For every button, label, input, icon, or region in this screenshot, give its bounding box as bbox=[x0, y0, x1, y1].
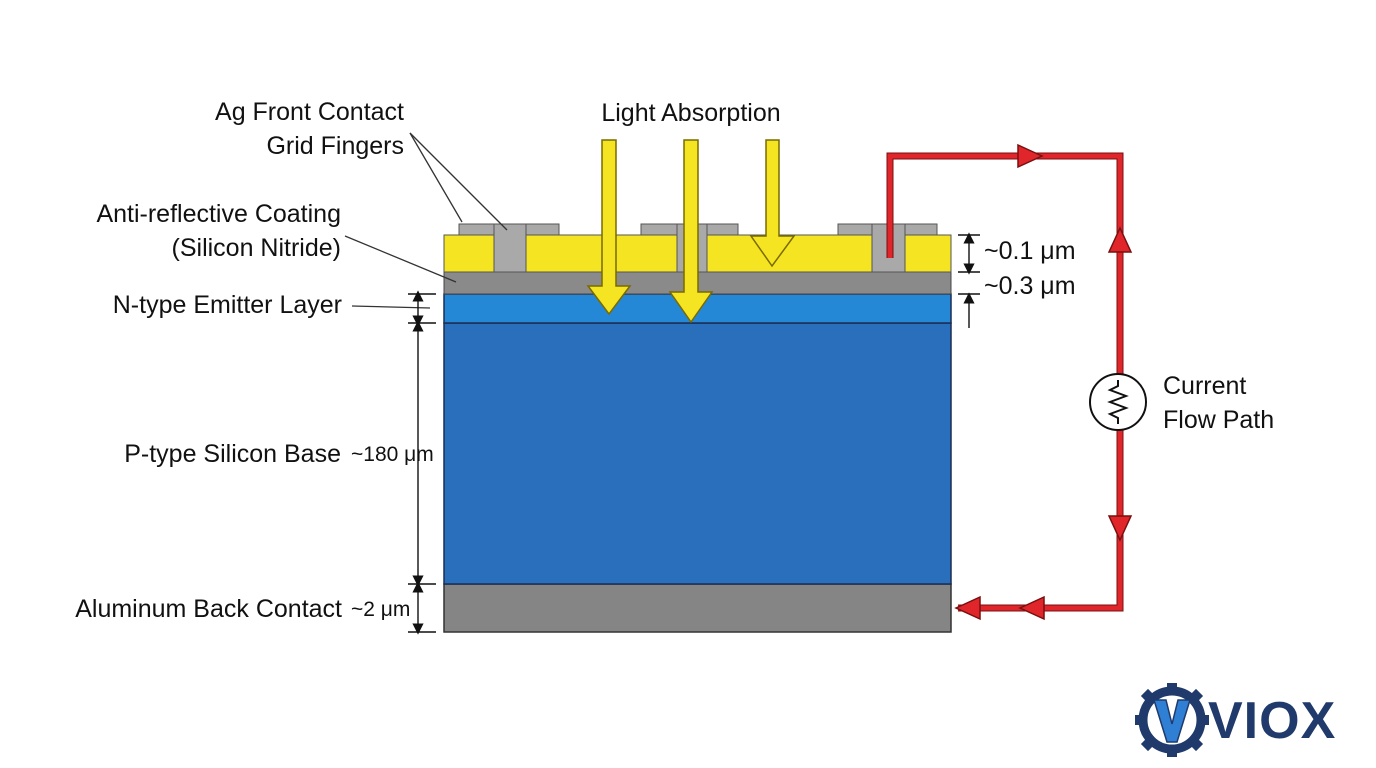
current-arrow-icon bbox=[1107, 515, 1133, 542]
al-back-label: Aluminum Back Contact bbox=[75, 595, 342, 623]
light-arrow bbox=[586, 139, 632, 316]
p-base-label: P-type Silicon Base bbox=[124, 440, 341, 468]
arc-label-line1: Anti-reflective Coating bbox=[96, 200, 341, 228]
light-arrow bbox=[668, 139, 714, 324]
current-arrowheads bbox=[954, 143, 1133, 621]
emitter-thickness-label: ~0.3 μm bbox=[984, 272, 1076, 300]
arc-thickness-label: ~0.1 μm bbox=[984, 237, 1076, 265]
resistor-icon bbox=[1089, 373, 1147, 431]
light-arrow bbox=[749, 139, 796, 268]
light-arrows bbox=[586, 139, 796, 324]
ag-contact-label-line1: Ag Front Contact bbox=[215, 98, 404, 126]
logo-text: VIOX bbox=[1208, 692, 1336, 750]
p-base-thickness-label: ~180 μm bbox=[351, 443, 434, 466]
current-arrow-icon bbox=[1107, 226, 1133, 253]
current-arrow-icon bbox=[1018, 595, 1045, 621]
ag-contact-label-line2: Grid Fingers bbox=[266, 132, 404, 160]
al-back-thickness-label: ~2 μm bbox=[351, 598, 410, 621]
current-flow-path bbox=[886, 152, 1124, 612]
p-type-base-layer bbox=[443, 322, 952, 585]
current-label-line2: Flow Path bbox=[1163, 406, 1274, 434]
n-emitter-label: N-type Emitter Layer bbox=[113, 291, 342, 319]
aluminum-back-contact-layer bbox=[443, 583, 952, 633]
current-label-line1: Current bbox=[1163, 372, 1246, 400]
light-absorption-label: Light Absorption bbox=[601, 99, 780, 127]
dimension-markers-left bbox=[408, 290, 436, 635]
arc-label-line2: (Silicon Nitride) bbox=[172, 234, 341, 262]
gear-icon bbox=[1135, 683, 1209, 757]
dimension-markers-right bbox=[958, 232, 980, 328]
current-arrow-icon bbox=[1017, 143, 1044, 169]
grid-finger bbox=[458, 223, 560, 273]
current-arrow-icon bbox=[954, 595, 981, 621]
viox-logo: VIOX bbox=[1135, 683, 1336, 757]
